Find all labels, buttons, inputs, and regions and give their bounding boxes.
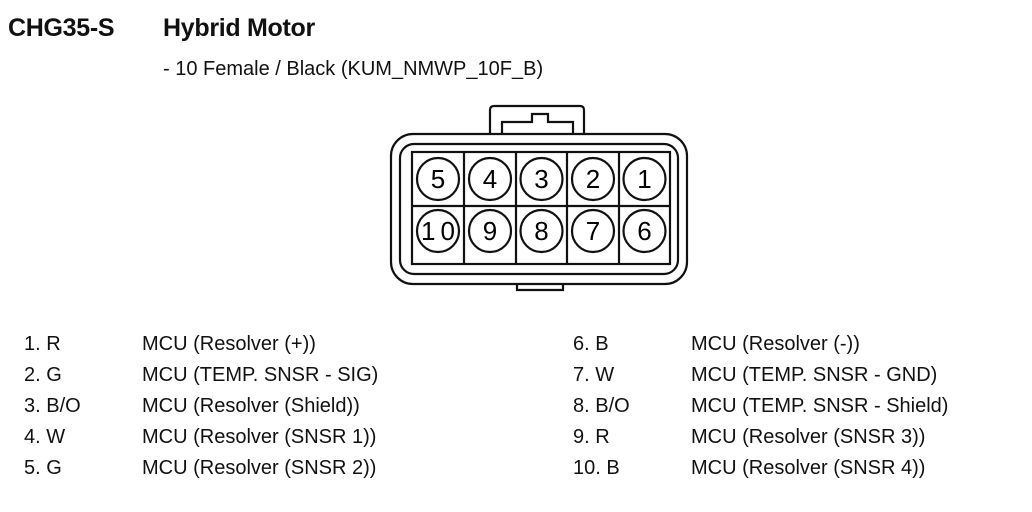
pin-number-label: 7 xyxy=(586,216,600,246)
pin-description: MCU (Resolver (Shield)) xyxy=(142,395,360,417)
connector-code: CHG35-S xyxy=(8,14,115,42)
pin-number-label: 2 xyxy=(586,164,600,194)
pin-id: 8. B/O xyxy=(573,395,630,417)
pin-id: 9. R xyxy=(573,426,610,448)
component-title: Hybrid Motor xyxy=(163,14,315,42)
pin-description: MCU (TEMP. SNSR - GND) xyxy=(691,364,938,386)
connector-subtitle: - 10 Female / Black (KUM_NMWP_10F_B) xyxy=(163,58,544,80)
pin-table-left: 1. R MCU (Resolver (+)) 2. G MCU (TEMP. SN… xyxy=(24,333,524,493)
pin-id: 6. B xyxy=(573,333,609,355)
pin-cavity-circle xyxy=(415,208,461,254)
pin-number-label: 10 xyxy=(421,216,455,246)
pin-cavity-circle xyxy=(467,156,513,202)
pin-cavity-circle xyxy=(570,208,616,254)
latch-outer xyxy=(488,104,586,134)
housing-outer xyxy=(389,132,689,286)
pin-cavity-circle xyxy=(519,156,564,202)
connector-face-diagram: 5 4 3 2 1 10 9 8 7 6 xyxy=(389,104,689,292)
pin-cavity-circle xyxy=(467,208,513,254)
pin-id: 7. W xyxy=(573,364,615,386)
pin-description: MCU (Resolver (SNSR 2)) xyxy=(142,457,377,479)
bottom-key xyxy=(515,284,565,292)
pin-id: 3. B/O xyxy=(24,395,81,417)
pin-description: MCU (TEMP. SNSR - SIG) xyxy=(142,364,379,386)
pin-description: MCU (Resolver (SNSR 4)) xyxy=(691,457,926,479)
pin-id: 4. W xyxy=(24,426,66,448)
pin-table-right: 6. B MCU (Resolver (-)) 7. W MCU (TEMP. SN… xyxy=(573,333,1028,493)
pin-description: MCU (Resolver (SNSR 3)) xyxy=(691,426,926,448)
pin-number-label: 3 xyxy=(534,164,548,194)
pin-number-label: 9 xyxy=(483,216,497,246)
pin-description: MCU (Resolver (SNSR 1)) xyxy=(142,426,377,448)
pin-number-label: 1 xyxy=(637,164,651,194)
pin-id: 2. G xyxy=(24,364,62,386)
pin-description: MCU (TEMP. SNSR - Shield) xyxy=(691,395,949,417)
pin-cavity-circle xyxy=(622,156,667,202)
pin-id: 1. R xyxy=(24,333,61,355)
pin-description: MCU (Resolver (-)) xyxy=(691,333,860,355)
pin-cavity-circle xyxy=(622,208,667,254)
latch-inner xyxy=(500,112,575,134)
pin-description: MCU (Resolver (+)) xyxy=(142,333,316,355)
pin-number-label: 8 xyxy=(534,216,548,246)
pin-number-label: 6 xyxy=(637,216,651,246)
pin-cavity-circle xyxy=(415,156,461,202)
pin-number-label: 4 xyxy=(483,164,497,194)
pin-cavity-circle xyxy=(570,156,616,202)
pin-number-label: 5 xyxy=(431,164,445,194)
cavity-frame xyxy=(410,150,672,266)
pin-id: 10. B xyxy=(573,457,620,479)
pin-cavity-circle xyxy=(519,208,564,254)
pin-id: 5. G xyxy=(24,457,62,479)
pin-circles: 5 4 3 2 1 10 9 8 7 6 xyxy=(415,156,667,254)
housing-inner xyxy=(398,142,680,276)
